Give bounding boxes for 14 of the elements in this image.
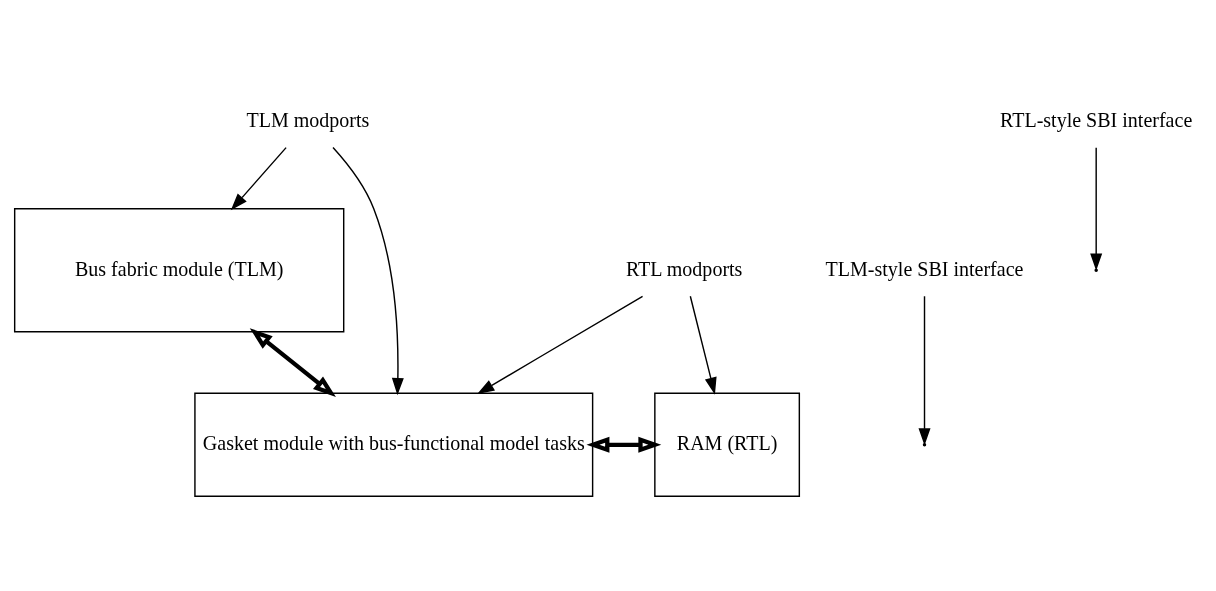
node-text: TLM modports [246, 108, 370, 131]
arrow [477, 295, 644, 394]
arrow [230, 146, 287, 210]
node-text: RTL modports [625, 257, 743, 280]
arrow [586, 436, 662, 453]
node-text: RTL-style SBI interface [1000, 108, 1193, 131]
arrow [332, 146, 404, 395]
arrow [249, 327, 336, 397]
arrow [689, 295, 717, 395]
node-text: TLM-style SBI interface [825, 257, 1024, 280]
node-box: RAM (RTL) [654, 392, 801, 497]
node-box: Bus fabric module (TLM) [13, 207, 345, 332]
arrow [918, 295, 931, 445]
node-box: Gasket module with bus-functional model tasks [194, 392, 594, 497]
